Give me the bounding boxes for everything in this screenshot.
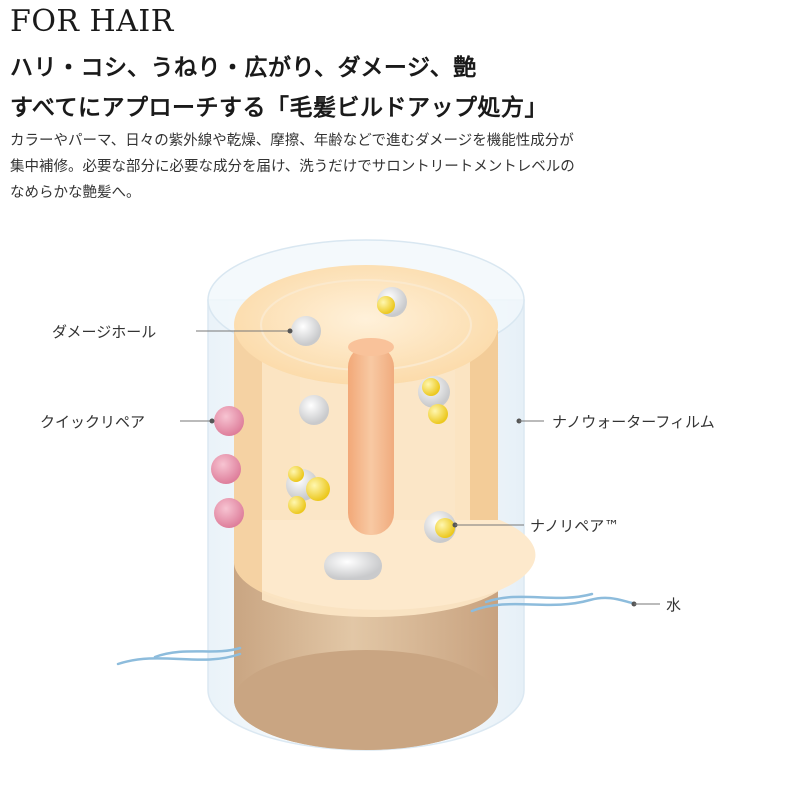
quick-repair-particles	[211, 406, 244, 528]
svg-text:ダメージホール: ダメージホール	[52, 323, 156, 341]
medulla-core	[348, 338, 394, 535]
nano-repair-particles	[288, 296, 455, 538]
damage-hole	[299, 395, 329, 425]
page-title: FOR HAIR	[10, 4, 174, 39]
label-nano-repair: ナノリペア™	[452, 517, 619, 535]
svg-text:ナノウォーターフィルム: ナノウォーターフィルム	[552, 413, 715, 431]
cuticle-bottom	[234, 650, 498, 750]
description-line-2: 集中補修。必要な部分に必要な成分を届け、洗うだけでサロントリートメントレベルの	[10, 159, 575, 175]
description-line-3: なめらかな艶髪へ。	[10, 185, 141, 201]
label-water: 水	[631, 596, 681, 614]
description-line-1: カラーやパーマ、日々の紫外線や乾燥、摩擦、年齢などで進むダメージを機能性成分が	[10, 133, 574, 149]
description: カラーやパーマ、日々の紫外線や乾燥、摩擦、年齢などで進むダメージを機能性成分が …	[10, 128, 790, 206]
headline-line-1: ハリ・コシ、うねり・広がり、ダメージ、艶	[10, 55, 477, 81]
headline-line-2: すべてにアプローチする「毛髪ビルドアップ処方」	[10, 95, 548, 121]
label-quick-repair: クイックリペア	[40, 413, 215, 431]
label-nano-water-film: ナノウォーターフィルム	[516, 413, 715, 431]
label-damage-hole: ダメージホール	[52, 323, 293, 341]
damage-hole	[324, 552, 382, 580]
svg-text:クイックリペア: クイックリペア	[40, 413, 145, 431]
svg-text:水: 水	[666, 596, 681, 614]
water-waves	[116, 592, 634, 666]
damage-hole	[291, 316, 321, 346]
svg-text:ナノリペア™: ナノリペア™	[530, 517, 619, 535]
